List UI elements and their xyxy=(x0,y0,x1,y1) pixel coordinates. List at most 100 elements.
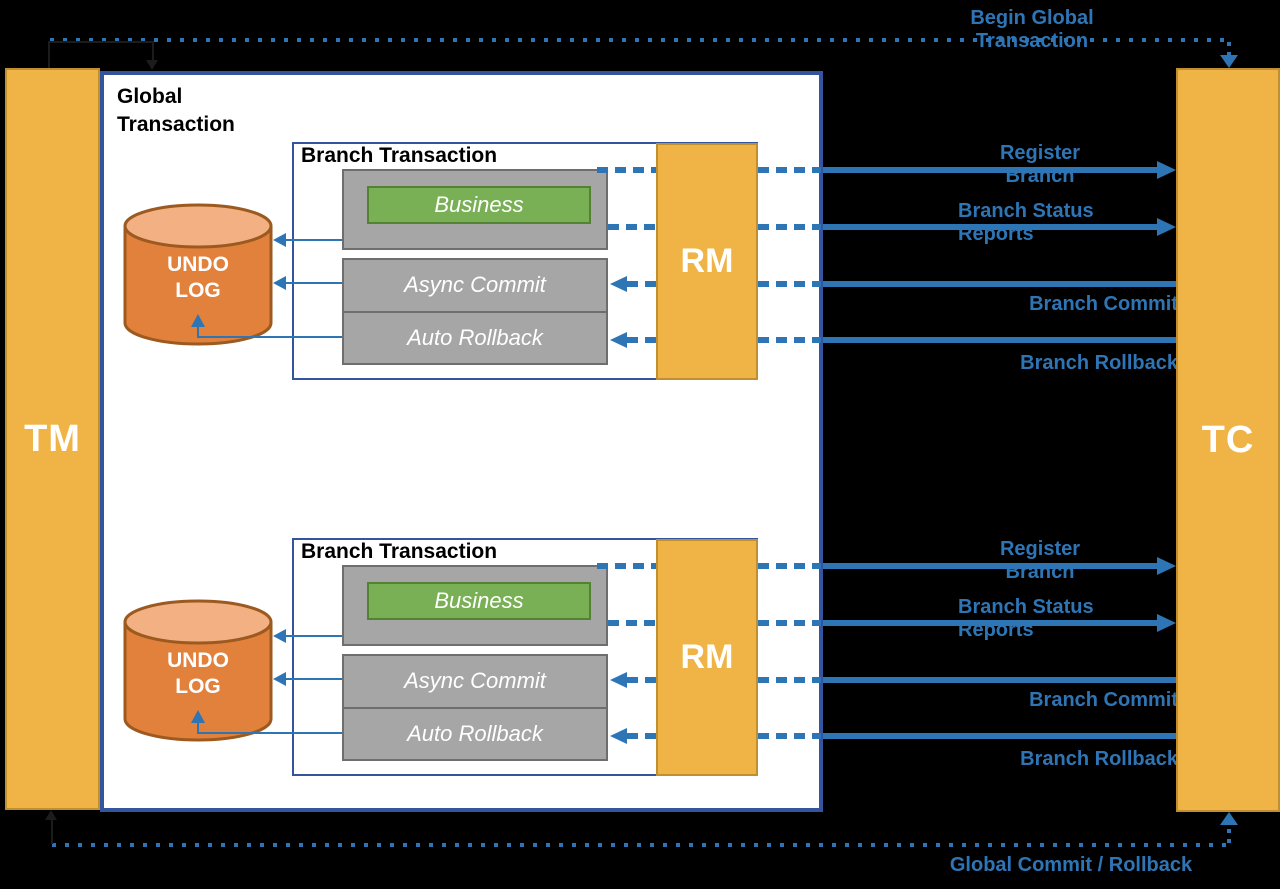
undo-log-cylinder xyxy=(123,599,273,742)
branch-commit-dash xyxy=(758,281,821,287)
asynccommit-to-undolog-line xyxy=(286,678,342,680)
business-box: Business xyxy=(367,582,591,620)
begin-global-dotted-line xyxy=(50,38,1231,42)
undo-log-line2: LOG xyxy=(175,675,221,698)
global-transaction-label: Global Transaction xyxy=(117,83,235,139)
arrowhead-left-icon xyxy=(610,276,627,292)
arrowhead-right-icon xyxy=(1157,557,1176,575)
branch-rollback-dash xyxy=(758,733,821,739)
transaction-manager-box: TM xyxy=(5,68,100,810)
register-branch-line1: Register xyxy=(999,538,1081,560)
branch-status-line xyxy=(823,224,1157,230)
register-branch-dash xyxy=(758,167,821,173)
arrowhead-right-icon xyxy=(1157,161,1176,179)
arrowhead-left-icon xyxy=(273,233,286,247)
register-branch-line xyxy=(823,167,1157,173)
operations-box: Async Commit Auto Rollback xyxy=(342,654,608,761)
async-commit-row: Async Commit xyxy=(404,272,546,298)
undo-log-label: UNDO LOG xyxy=(122,252,274,304)
transaction-coordinator-box: TC xyxy=(1176,68,1280,812)
undo-log-line2: LOG xyxy=(175,279,221,302)
register-branch-label: Register Branch xyxy=(955,142,1125,188)
branch-transaction-group-2: Branch Transaction Business Async Commit… xyxy=(0,396,1280,816)
branch-status-dash xyxy=(608,620,656,626)
undo-log-line1: UNDO xyxy=(167,253,229,276)
arrowhead-left-icon xyxy=(273,672,286,686)
branch-commit-line xyxy=(823,281,1176,287)
branch-status-line xyxy=(823,620,1157,626)
branch-rollback-line xyxy=(823,337,1176,343)
branch-commit-label: Branch Commit xyxy=(1029,689,1178,711)
autorollback-to-undolog-elbow xyxy=(197,722,199,733)
autorollback-to-undolog-line xyxy=(197,336,342,338)
branch-commit-dash xyxy=(627,281,656,287)
branch-status-label: Branch Status Reports xyxy=(958,200,1148,246)
register-branch-dash xyxy=(597,167,656,173)
business-to-undolog-line xyxy=(286,635,342,637)
global-commit-rollback-label: Global Commit / Rollback xyxy=(949,854,1193,876)
arrowhead-left-icon xyxy=(610,672,627,688)
branch-rollback-dash xyxy=(627,337,656,343)
autorollback-to-undolog-line xyxy=(197,732,342,734)
arrowhead-up-icon xyxy=(191,710,205,723)
tm-top-connector-stub xyxy=(48,42,50,68)
branch-rollback-label: Branch Rollback xyxy=(1020,352,1178,374)
branch-rollback-line xyxy=(823,733,1176,739)
branch-commit-dash xyxy=(627,677,656,683)
async-commit-row: Async Commit xyxy=(404,668,546,694)
arrowhead-left-icon xyxy=(610,332,627,348)
register-branch-line2: Branch xyxy=(1005,561,1075,583)
global-label-line2: Transaction xyxy=(117,113,235,136)
tm-top-connector-drop xyxy=(152,42,154,61)
branch-status-line1: Branch Status xyxy=(958,596,1094,618)
arrowhead-down-icon xyxy=(1220,55,1238,68)
arrowhead-left-icon xyxy=(273,276,286,290)
begin-global-line2: Transaction xyxy=(975,30,1089,52)
branch-rollback-dash xyxy=(627,733,656,739)
begin-global-line1: Begin Global xyxy=(970,7,1094,29)
tc-top-connector-stub xyxy=(1227,42,1231,56)
business-box: Business xyxy=(367,186,591,224)
auto-rollback-row: Auto Rollback xyxy=(344,706,606,760)
branch-status-dash xyxy=(758,224,821,230)
branch-rollback-label: Branch Rollback xyxy=(1020,748,1178,770)
register-branch-dash xyxy=(758,563,821,569)
arrowhead-left-icon xyxy=(610,728,627,744)
undo-log-cylinder-top xyxy=(123,203,273,249)
arrowhead-down-black-icon xyxy=(146,60,158,70)
branch-status-dash xyxy=(608,224,656,230)
global-commit-dotted-line xyxy=(52,843,1231,847)
arrowhead-left-icon xyxy=(273,629,286,643)
auto-rollback-row: Auto Rollback xyxy=(344,310,606,364)
undo-log-cylinder-top xyxy=(123,599,273,645)
branch-rollback-dash xyxy=(758,337,821,343)
register-branch-line2: Branch xyxy=(1005,165,1075,187)
branch-transaction-title: Branch Transaction xyxy=(301,540,498,563)
arrowhead-up-black-icon xyxy=(45,810,57,820)
branch-transaction-group-1: Branch Transaction Business Async Commit… xyxy=(0,0,1280,420)
branch-commit-label: Branch Commit xyxy=(1029,293,1178,315)
undo-log-cylinder-body xyxy=(123,622,273,742)
arrowhead-up-icon xyxy=(191,314,205,327)
global-label-line1: Global xyxy=(117,85,183,108)
resource-manager-box: RM xyxy=(656,539,758,776)
arrowhead-up-icon xyxy=(1220,812,1238,825)
asynccommit-to-undolog-line xyxy=(286,282,342,284)
undo-log-cylinder-body xyxy=(123,226,273,346)
tc-bottom-connector-stub xyxy=(1227,827,1231,843)
branch-commit-line xyxy=(823,677,1176,683)
undo-log-label: UNDO LOG xyxy=(122,648,274,700)
branch-status-line2: Reports xyxy=(958,619,1034,641)
register-branch-dash xyxy=(597,563,656,569)
undo-log-line1: UNDO xyxy=(167,649,229,672)
branch-status-dash xyxy=(758,620,821,626)
operations-box: Async Commit Auto Rollback xyxy=(342,258,608,365)
branch-status-line1: Branch Status xyxy=(958,200,1094,222)
arrowhead-right-icon xyxy=(1157,614,1176,632)
branch-status-label: Branch Status Reports xyxy=(958,596,1148,642)
branch-transaction-title: Branch Transaction xyxy=(301,144,498,167)
undo-log-cylinder xyxy=(123,203,273,346)
register-branch-line1: Register xyxy=(999,142,1081,164)
arrowhead-right-icon xyxy=(1157,218,1176,236)
